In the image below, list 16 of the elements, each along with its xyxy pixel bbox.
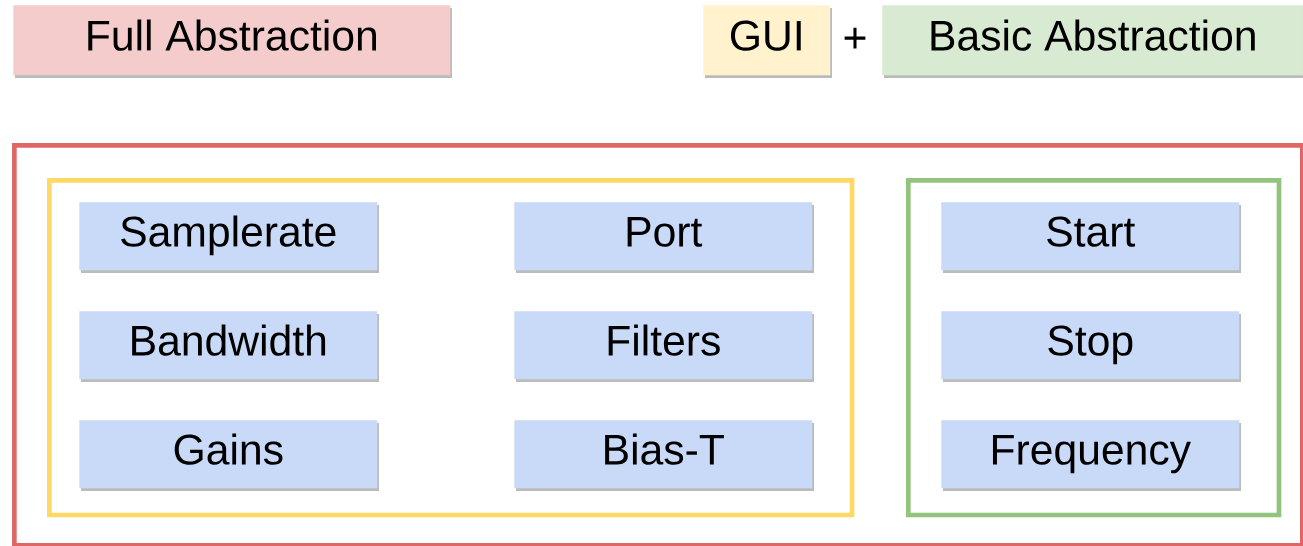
setting-box: Frequency: [941, 420, 1241, 491]
group-frame: [47, 178, 855, 518]
setting-box: Bandwidth: [79, 311, 379, 382]
group-frame: [12, 143, 1303, 546]
tag-box: Full Abstraction: [13, 5, 452, 78]
setting-box: Port: [514, 202, 814, 273]
group-frame: [906, 178, 1282, 518]
setting-box: Stop: [941, 311, 1241, 382]
setting-box: Filters: [514, 311, 814, 382]
setting-box: Samplerate: [79, 202, 379, 273]
tag-box: Basic Abstraction: [882, 5, 1303, 78]
setting-box: Start: [941, 202, 1241, 273]
tag-box: GUI: [703, 5, 832, 78]
setting-box: Bias-T: [514, 420, 814, 491]
setting-box: Gains: [79, 420, 379, 491]
plus-sign: +: [844, 27, 866, 49]
